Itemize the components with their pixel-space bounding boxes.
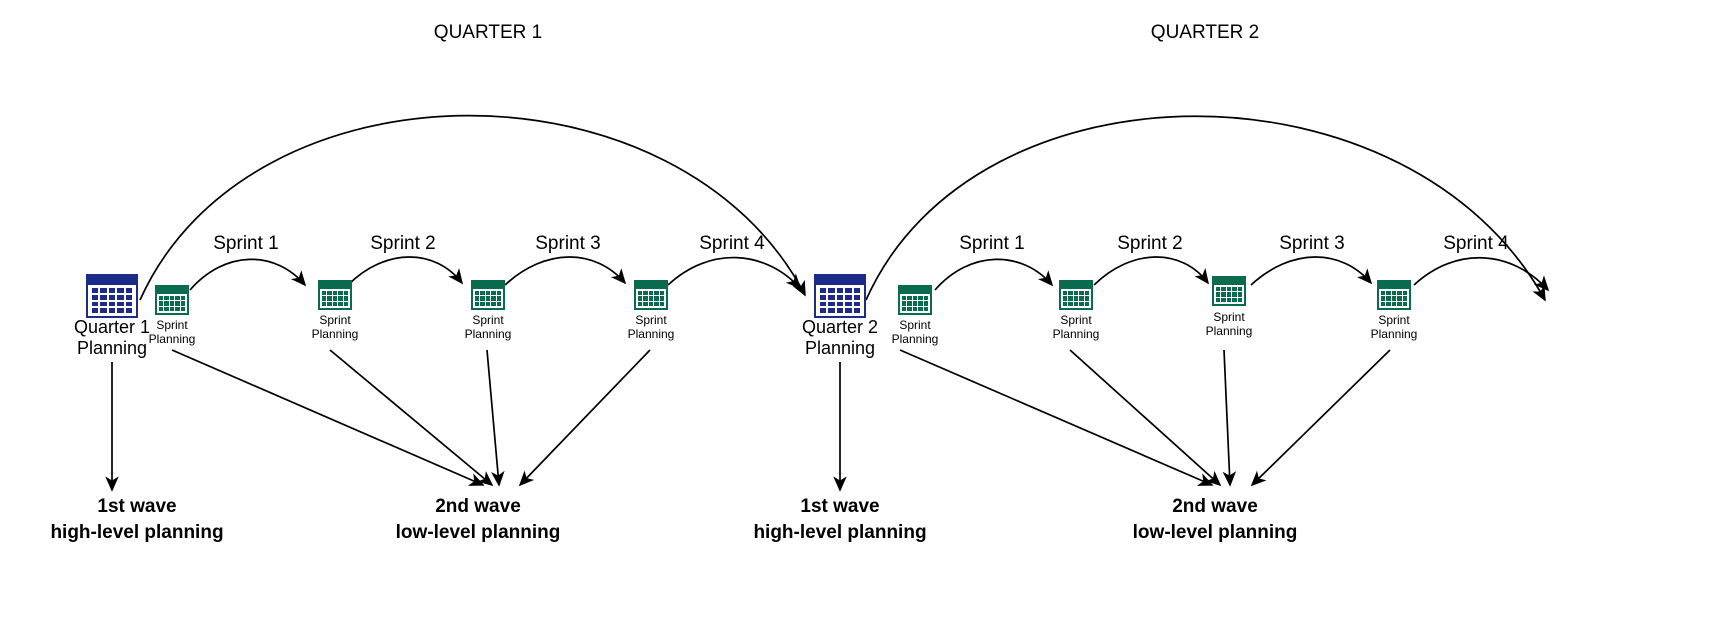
q1-sprint-3-calendar-icon[interactable] bbox=[471, 280, 505, 310]
q2-sprint-1-arc bbox=[934, 258, 1054, 291]
q1-sprint-2-wave-arrow bbox=[329, 349, 494, 487]
q1-first-wave-label: 1st wave high-level planning bbox=[50, 496, 224, 543]
calendar-grid bbox=[816, 285, 864, 316]
calendar-frame bbox=[86, 274, 138, 318]
q2-sprint-2-node-label: Sprint Planning bbox=[1052, 313, 1100, 342]
quarter-2-node-label: Quarter 2 Planning bbox=[801, 317, 879, 359]
calendar-header bbox=[320, 282, 350, 289]
q2-sprint-2-calendar-icon[interactable] bbox=[1059, 280, 1093, 310]
quarter-1-node-label: Quarter 1 Planning bbox=[73, 317, 151, 359]
calendar-grid bbox=[88, 285, 136, 316]
q1-sprint-1-wave-arrow bbox=[171, 349, 485, 486]
q2-sprint-3-arc bbox=[1250, 256, 1373, 286]
calendar-header bbox=[900, 287, 930, 294]
calendar-frame bbox=[1377, 280, 1411, 310]
q1-sprint-4-arc bbox=[667, 256, 802, 290]
q2-first-wave-label: 1st wave high-level planning bbox=[753, 496, 927, 543]
q1-sprint-1-calendar-icon[interactable] bbox=[155, 285, 189, 315]
q2-sprint-3-wave-arrow bbox=[1222, 349, 1237, 487]
calendar-frame bbox=[1212, 276, 1246, 306]
q2-sprint-2-arc-label: Sprint 2 bbox=[1117, 233, 1183, 254]
q1-sprint-2-node-label: Sprint Planning bbox=[311, 313, 359, 342]
calendar-header bbox=[636, 282, 666, 289]
q2-sprint-1-node-label: Sprint Planning bbox=[891, 318, 939, 347]
calendar-header bbox=[1214, 278, 1244, 285]
q1-sprint-2-arc-label: Sprint 2 bbox=[370, 233, 436, 254]
calendar-grid bbox=[1061, 289, 1091, 308]
quarter-2-calendar-icon[interactable] bbox=[814, 274, 866, 318]
calendar-header bbox=[88, 276, 136, 285]
calendar-frame bbox=[471, 280, 505, 310]
q2-sprint-4-calendar-icon[interactable] bbox=[1377, 280, 1411, 310]
q2-sprint-2-wave-arrow bbox=[1069, 349, 1222, 487]
q1-sprint-4-node-label: Sprint Planning bbox=[627, 313, 675, 342]
q2-sprint-1-arc-label: Sprint 1 bbox=[959, 233, 1025, 254]
calendar-header bbox=[1379, 282, 1409, 289]
q2-sprint-2-arc bbox=[1093, 256, 1210, 286]
calendar-grid bbox=[473, 289, 503, 308]
calendar-header bbox=[473, 282, 503, 289]
calendar-grid bbox=[636, 289, 666, 308]
calendar-grid bbox=[157, 294, 187, 313]
calendar-header bbox=[1061, 282, 1091, 289]
calendar-grid bbox=[1214, 285, 1244, 304]
calendar-frame bbox=[155, 285, 189, 315]
quarter-1-arc bbox=[139, 114, 806, 301]
quarter-1-arc-title: QUARTER 1 bbox=[433, 22, 543, 43]
q2-sprint-4-node-label: Sprint Planning bbox=[1370, 313, 1418, 342]
calendar-frame bbox=[318, 280, 352, 310]
quarter-1-calendar-icon[interactable] bbox=[86, 274, 138, 318]
q1-sprint-3-wave-arrow bbox=[486, 349, 505, 487]
calendar-grid bbox=[1379, 289, 1409, 308]
quarter-2-arc-title: QUARTER 2 bbox=[1150, 22, 1260, 43]
q1-sprint-3-arc-label: Sprint 3 bbox=[535, 233, 601, 254]
q2-sprint-3-node-label: Sprint Planning bbox=[1205, 310, 1253, 339]
q1-sprint-1-arc bbox=[189, 258, 307, 291]
q1-sprint-3-arc bbox=[504, 256, 627, 286]
q2-sprint-4-arc bbox=[1413, 256, 1550, 292]
calendar-frame bbox=[814, 274, 866, 318]
quarter-2-arc bbox=[865, 115, 1546, 302]
calendar-frame bbox=[1059, 280, 1093, 310]
q2-sprint-4-wave-arrow bbox=[1250, 349, 1391, 487]
q1-second-wave-label: 2nd wave low-level planning bbox=[395, 496, 561, 543]
q2-sprint-3-calendar-icon[interactable] bbox=[1212, 276, 1246, 306]
q1-sprint-3-node-label: Sprint Planning bbox=[464, 313, 512, 342]
q2-sprint-3-arc-label: Sprint 3 bbox=[1279, 233, 1345, 254]
q2-second-wave-label: 2nd wave low-level planning bbox=[1132, 496, 1298, 543]
q1-sprint-2-arc bbox=[347, 256, 464, 286]
q2-sprint-1-calendar-icon[interactable] bbox=[898, 285, 932, 315]
q2-sprint-4-arc-label: Sprint 4 bbox=[1443, 233, 1509, 254]
calendar-grid bbox=[320, 289, 350, 308]
calendar-header bbox=[157, 287, 187, 294]
q1-sprint-1-node-label: Sprint Planning bbox=[148, 318, 196, 347]
q1-sprint-4-arc-label: Sprint 4 bbox=[699, 233, 765, 254]
q1-sprint-2-calendar-icon[interactable] bbox=[318, 280, 352, 310]
q1-sprint-4-calendar-icon[interactable] bbox=[634, 280, 668, 310]
calendar-grid bbox=[900, 294, 930, 313]
q1-sprint-4-wave-arrow bbox=[518, 349, 651, 487]
q2-sprint-1-wave-arrow bbox=[899, 349, 1214, 486]
calendar-frame bbox=[898, 285, 932, 315]
calendar-header bbox=[816, 276, 864, 285]
q1-sprint-1-arc-label: Sprint 1 bbox=[213, 233, 279, 254]
calendar-frame bbox=[634, 280, 668, 310]
